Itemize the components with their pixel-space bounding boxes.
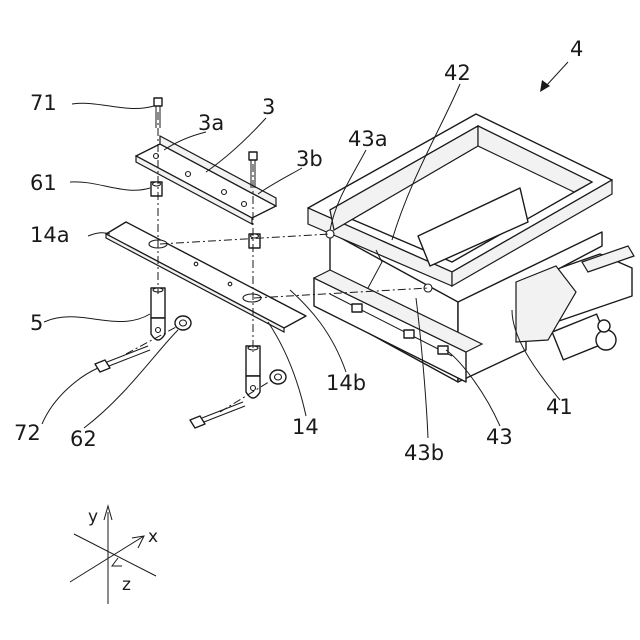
label-42: 42 [444, 61, 471, 85]
plate-small-hole-1 [194, 262, 198, 266]
label-43a: 43a [348, 127, 388, 151]
bracket-hole-b [186, 172, 191, 177]
leader-61 [70, 182, 150, 190]
label-14b: 14b [326, 371, 366, 395]
coordinate-axes: y x z [70, 506, 158, 604]
axis-x-label: x [148, 527, 158, 547]
plate-small-hole-2 [228, 282, 232, 286]
collar-61-right [249, 234, 260, 248]
label-72: 72 [14, 421, 41, 445]
plate-top-face [106, 222, 306, 328]
collar-62-right [270, 370, 286, 384]
label-3a: 3a [198, 111, 224, 135]
bracket-hole-c [222, 190, 227, 195]
axis-y-label: y [88, 507, 98, 527]
collar-61-left [151, 182, 162, 196]
flange-clip-1 [352, 304, 362, 312]
bolt-72-left [95, 346, 150, 372]
leader-4 [546, 62, 568, 86]
hook-5-right [246, 346, 260, 398]
label-14: 14 [292, 415, 319, 439]
bolt-72-right [190, 402, 245, 428]
axis-x-line [70, 536, 144, 582]
leader-3b [258, 168, 302, 194]
label-3: 3 [262, 95, 275, 119]
axis-z-line [74, 534, 156, 576]
hopper-assembly [308, 114, 634, 382]
collar-62-left [175, 316, 191, 330]
hook-5-left [151, 288, 165, 340]
label-41: 41 [546, 395, 573, 419]
actuator-end-cap [596, 330, 616, 350]
label-14a: 14a [30, 223, 70, 247]
leader-72 [42, 368, 98, 424]
leader-5 [44, 314, 150, 322]
label-62: 62 [70, 427, 97, 451]
label-61: 61 [30, 171, 57, 195]
label-5: 5 [30, 311, 43, 335]
label-3b: 3b [296, 147, 323, 171]
label-43: 43 [486, 425, 513, 449]
label-4: 4 [570, 37, 583, 61]
actuator-connector [598, 320, 610, 332]
axis-z-label: z [122, 575, 131, 595]
label-43b: 43b [404, 441, 444, 465]
axis-z-arrow [112, 558, 122, 566]
arrow-4 [540, 80, 550, 92]
leader-14 [268, 322, 306, 416]
bracket-hole-d [242, 202, 247, 207]
leader-62 [84, 330, 178, 428]
flange-clip-2 [404, 330, 414, 338]
plate [106, 222, 306, 332]
label-71: 71 [30, 91, 57, 115]
leader-71 [72, 103, 154, 108]
